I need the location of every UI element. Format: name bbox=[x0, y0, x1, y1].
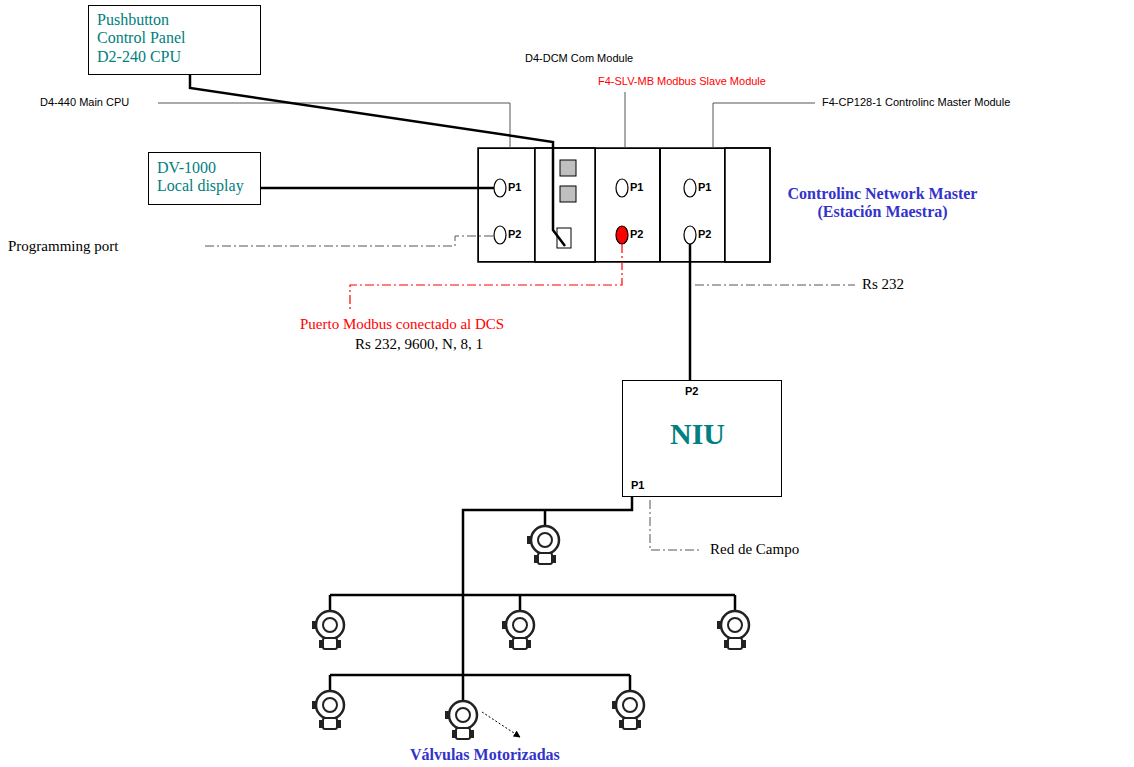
motorized-valve bbox=[612, 691, 644, 729]
field-bus bbox=[463, 497, 632, 701]
annotation-label: Programming port bbox=[8, 238, 118, 255]
leader-line bbox=[713, 103, 815, 148]
dcm-led bbox=[560, 186, 576, 202]
field-drop bbox=[329, 675, 332, 691]
node-text: P2 bbox=[630, 228, 643, 241]
field-drop bbox=[734, 595, 737, 611]
field-drop bbox=[544, 510, 547, 526]
control-panel-box: Pushbutton Control Panel D2-240 CPU bbox=[88, 5, 261, 75]
programming-port-line bbox=[205, 236, 493, 246]
niu-box: P2NIU P1 bbox=[622, 380, 782, 497]
field-bus bbox=[330, 674, 630, 677]
port-oval bbox=[616, 179, 628, 197]
leader-line bbox=[695, 285, 855, 286]
node-text: Pushbutton Control Panel D2-240 CPU bbox=[97, 11, 205, 66]
cpu-module: P1P2 bbox=[478, 148, 535, 262]
field-drop bbox=[329, 595, 332, 611]
annotation-label: Controlinc Network Master (Estación Maes… bbox=[780, 185, 985, 222]
node-text: P1 bbox=[630, 181, 643, 194]
annotation-label: F4-CP128-1 Controlinc Master Module bbox=[822, 96, 1010, 109]
plc-rack bbox=[478, 148, 770, 262]
field-drop bbox=[519, 595, 522, 611]
node-text: P1 bbox=[508, 181, 521, 194]
annotation-label: F4-SLV-MB Modbus Slave Module bbox=[598, 75, 766, 88]
leader-line bbox=[650, 500, 702, 550]
leader-line bbox=[625, 92, 626, 148]
field-bus bbox=[330, 594, 735, 597]
modbus-slave-module: P1P2 bbox=[595, 148, 660, 262]
annotation-label: Válvulas Motorizadas bbox=[410, 746, 560, 764]
port-oval bbox=[684, 179, 696, 197]
node-text: P2 bbox=[685, 385, 698, 398]
controlinc-master-module: P1P2 bbox=[660, 148, 725, 262]
motorized-valve bbox=[312, 691, 344, 729]
node-text: P2 bbox=[698, 228, 711, 241]
modbus-leader bbox=[350, 244, 622, 312]
motorized-valve bbox=[717, 611, 749, 649]
port-oval bbox=[494, 226, 506, 244]
port-oval bbox=[684, 226, 696, 244]
annotation-label: D4-DCM Com Module bbox=[525, 52, 633, 65]
motorized-valve bbox=[445, 701, 477, 739]
annotation-label: Red de Campo bbox=[710, 541, 799, 558]
wire-stub bbox=[478, 187, 494, 190]
motorized-valve bbox=[502, 611, 534, 649]
field-drop bbox=[629, 675, 632, 691]
modbus-port-oval bbox=[616, 226, 628, 244]
node-text: NIU bbox=[670, 417, 725, 452]
display-box: DV-1000 Local display bbox=[148, 152, 261, 205]
valve-group bbox=[312, 526, 749, 739]
motorized-valve bbox=[312, 611, 344, 649]
node-text: P1 bbox=[631, 479, 644, 492]
cable-connector bbox=[689, 262, 692, 380]
wire-stub bbox=[689, 244, 692, 262]
node-text: DV-1000 Local display bbox=[157, 159, 249, 196]
annotation-label: Rs 232, 9600, N, 8, 1 bbox=[355, 336, 483, 353]
more-valves-arrow bbox=[482, 712, 520, 737]
dcm-led bbox=[560, 160, 576, 176]
cable-connector bbox=[261, 187, 478, 190]
empty-slot bbox=[725, 148, 770, 262]
port-oval bbox=[494, 179, 506, 197]
annotation-label: Puerto Modbus conectado al DCS bbox=[300, 316, 504, 333]
motorized-valve bbox=[527, 526, 559, 564]
annotation-label: D4-440 Main CPU bbox=[40, 96, 129, 109]
node-text: P2 bbox=[508, 228, 521, 241]
node-text: P1 bbox=[698, 181, 711, 194]
annotation-label: Rs 232 bbox=[862, 276, 904, 293]
pushbutton-wire bbox=[190, 75, 565, 246]
